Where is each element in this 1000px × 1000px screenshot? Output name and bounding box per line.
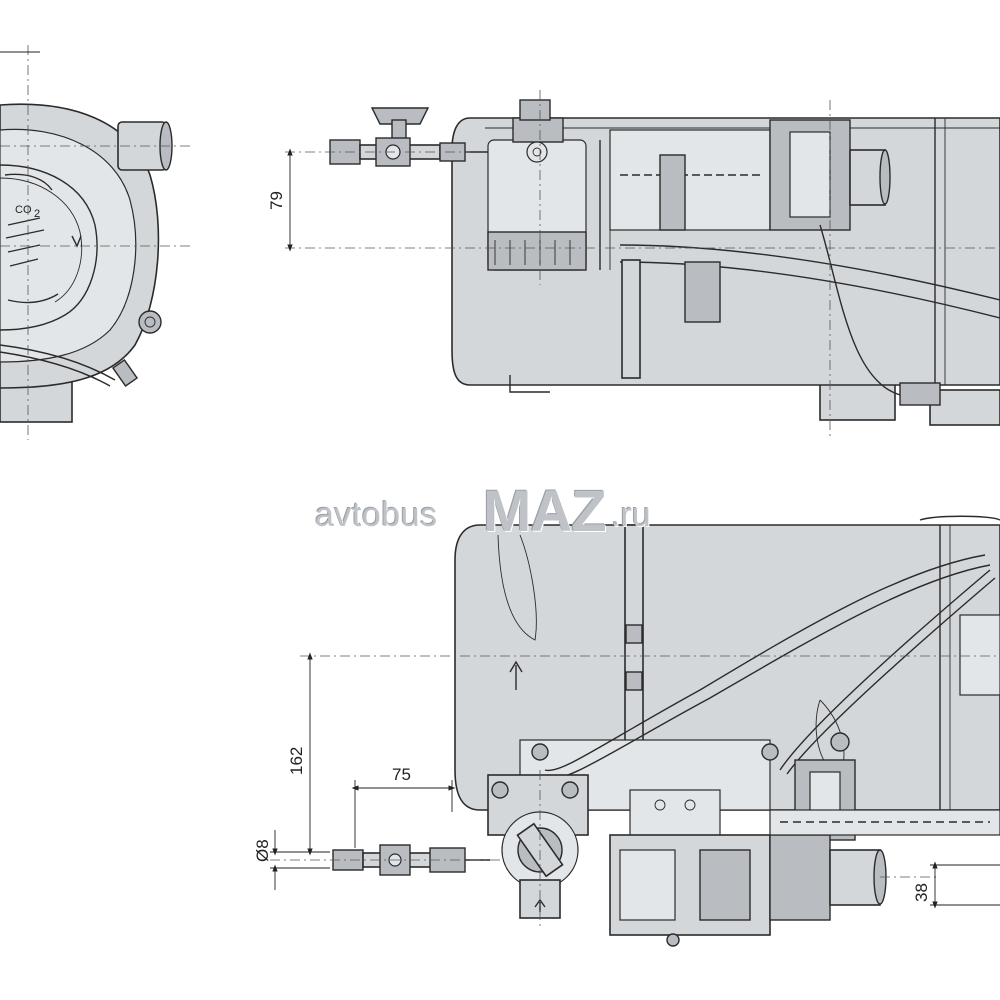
front-view: CO 2 <box>0 45 190 440</box>
co2-subscript: 2 <box>34 208 40 220</box>
side-view: 79 <box>267 90 1000 440</box>
dimension-162: 162 <box>287 747 306 775</box>
bottom-view: 162 75 Ø8 38 <box>253 515 1000 947</box>
dimension-diameter-8: Ø8 <box>253 839 272 862</box>
dimension-38: 38 <box>912 883 931 902</box>
dimension-79: 79 <box>267 191 286 210</box>
dimension-75: 75 <box>392 765 411 784</box>
co2-label: CO <box>15 204 32 216</box>
